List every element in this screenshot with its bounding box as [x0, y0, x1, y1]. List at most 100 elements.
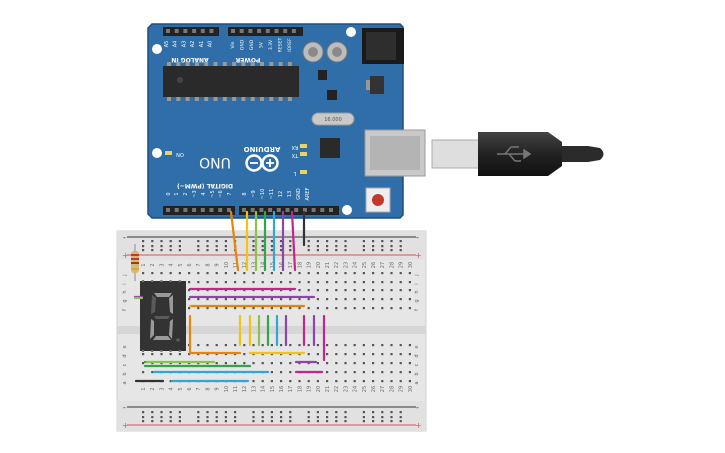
- column-label: 20: [316, 262, 322, 268]
- power-label: POWER: [235, 56, 260, 63]
- column-label: 18: [297, 262, 303, 268]
- header-pin: [265, 29, 270, 33]
- column-label: 1: [141, 387, 147, 390]
- rx-led-label: RX: [291, 144, 298, 150]
- model-label: UNO: [199, 154, 231, 170]
- digital-pin-label: 4: [201, 192, 207, 195]
- digital-pin-label: GND: [296, 188, 302, 200]
- column-label: 10: [224, 262, 230, 268]
- breadboard: + + - - + + - - 112233445566778899101011…: [116, 230, 427, 432]
- small-ic: [318, 70, 327, 80]
- rail-minus-label: -: [123, 403, 126, 412]
- column-label: 26: [371, 262, 377, 268]
- seg-dp: [176, 338, 180, 342]
- row-label: h: [414, 290, 420, 293]
- voltage-regulator: [370, 76, 384, 94]
- header-pin: [200, 208, 205, 212]
- header-pin: [183, 208, 188, 212]
- header-pin: [242, 208, 246, 212]
- column-label: 3: [159, 263, 165, 266]
- on-led-label: ON: [176, 151, 184, 157]
- rail-plus-label: +: [122, 251, 129, 260]
- digital-pin-label: ~3: [192, 190, 198, 197]
- header-pin: [192, 29, 197, 33]
- digital-pin-label: ~10: [260, 189, 266, 200]
- digital-label: DIGITAL (PWM~): [177, 182, 233, 189]
- header-pin: [259, 208, 264, 212]
- header-pin: [274, 29, 279, 33]
- column-label: 23: [343, 386, 349, 392]
- header-pin: [311, 208, 316, 212]
- column-label: 6: [187, 263, 193, 266]
- column-label: 27: [380, 262, 386, 268]
- rail-plus-label: +: [415, 421, 422, 430]
- header-pin: [166, 208, 170, 212]
- usb-chip: [320, 138, 340, 158]
- digital-pin-label: 8: [242, 192, 248, 195]
- rail-plus-label: +: [122, 421, 129, 430]
- mounting-hole: [152, 44, 162, 54]
- analog-pin-label: A2: [190, 41, 196, 48]
- column-label: 11: [233, 386, 239, 392]
- rx-led: [300, 144, 307, 148]
- column-label: 29: [399, 262, 405, 268]
- digital-pin-label: 1: [174, 192, 180, 195]
- header-pin: [257, 29, 262, 33]
- tx-led-label: TX: [291, 152, 299, 158]
- digital-header-low: [163, 206, 235, 215]
- usb-cable: [431, 132, 604, 176]
- seg-d: [153, 336, 171, 340]
- header-pin: [200, 29, 205, 33]
- power-pin-label: IOREF: [287, 38, 293, 52]
- row-label: i: [122, 283, 128, 284]
- column-label: 3: [159, 387, 165, 390]
- crystal: [311, 112, 355, 126]
- row-label: i: [414, 283, 420, 284]
- row-label: c: [122, 363, 128, 366]
- digital-pin-label: 12: [278, 191, 284, 197]
- column-label: 9: [215, 387, 221, 390]
- row-label: e: [414, 345, 420, 348]
- row-label: a: [122, 381, 128, 384]
- column-label: 24: [353, 386, 359, 392]
- digital-pin-label: 7: [227, 192, 233, 195]
- header-pin: [329, 208, 333, 212]
- row-label: g: [122, 299, 128, 302]
- column-label: 5: [178, 263, 184, 266]
- column-label: 7: [196, 263, 202, 266]
- digital-pin-label: AREF: [305, 187, 311, 200]
- column-label: 6: [187, 387, 193, 390]
- row-label: b: [414, 372, 420, 375]
- header-pin: [209, 208, 214, 212]
- row-label: h: [122, 290, 128, 293]
- seg-a: [154, 293, 172, 297]
- row-label: a: [414, 381, 420, 384]
- header-pin: [250, 208, 255, 212]
- power-pin-label: 3.3V: [268, 39, 274, 50]
- column-label: 28: [389, 262, 395, 268]
- column-label: 25: [362, 262, 368, 268]
- analog-pin-label: A0: [208, 41, 214, 48]
- column-label: 4: [169, 387, 175, 390]
- seg-c: [169, 319, 173, 339]
- seven-segment-display: 8: [140, 280, 186, 352]
- digital-pin-label: ~5: [210, 190, 216, 197]
- power-pin-label: RESET: [278, 38, 284, 53]
- rail-minus-label: -: [416, 233, 419, 242]
- usb-icon: [497, 146, 532, 162]
- rail-plus-label: +: [415, 251, 422, 260]
- row-label: j: [414, 274, 420, 276]
- column-label: 2: [150, 387, 156, 390]
- seg-b: [169, 295, 173, 314]
- center-channel: [117, 326, 426, 334]
- column-label: 4: [169, 263, 175, 266]
- column-label: 14: [261, 262, 267, 268]
- power-header: [228, 27, 303, 36]
- seg-f: [151, 295, 156, 314]
- power-pin-label: 5V: [259, 41, 265, 48]
- column-label: 24: [353, 262, 359, 268]
- seg-g: [154, 316, 170, 319]
- digital-pin-label: ~9: [251, 190, 257, 197]
- header-pin: [174, 29, 179, 33]
